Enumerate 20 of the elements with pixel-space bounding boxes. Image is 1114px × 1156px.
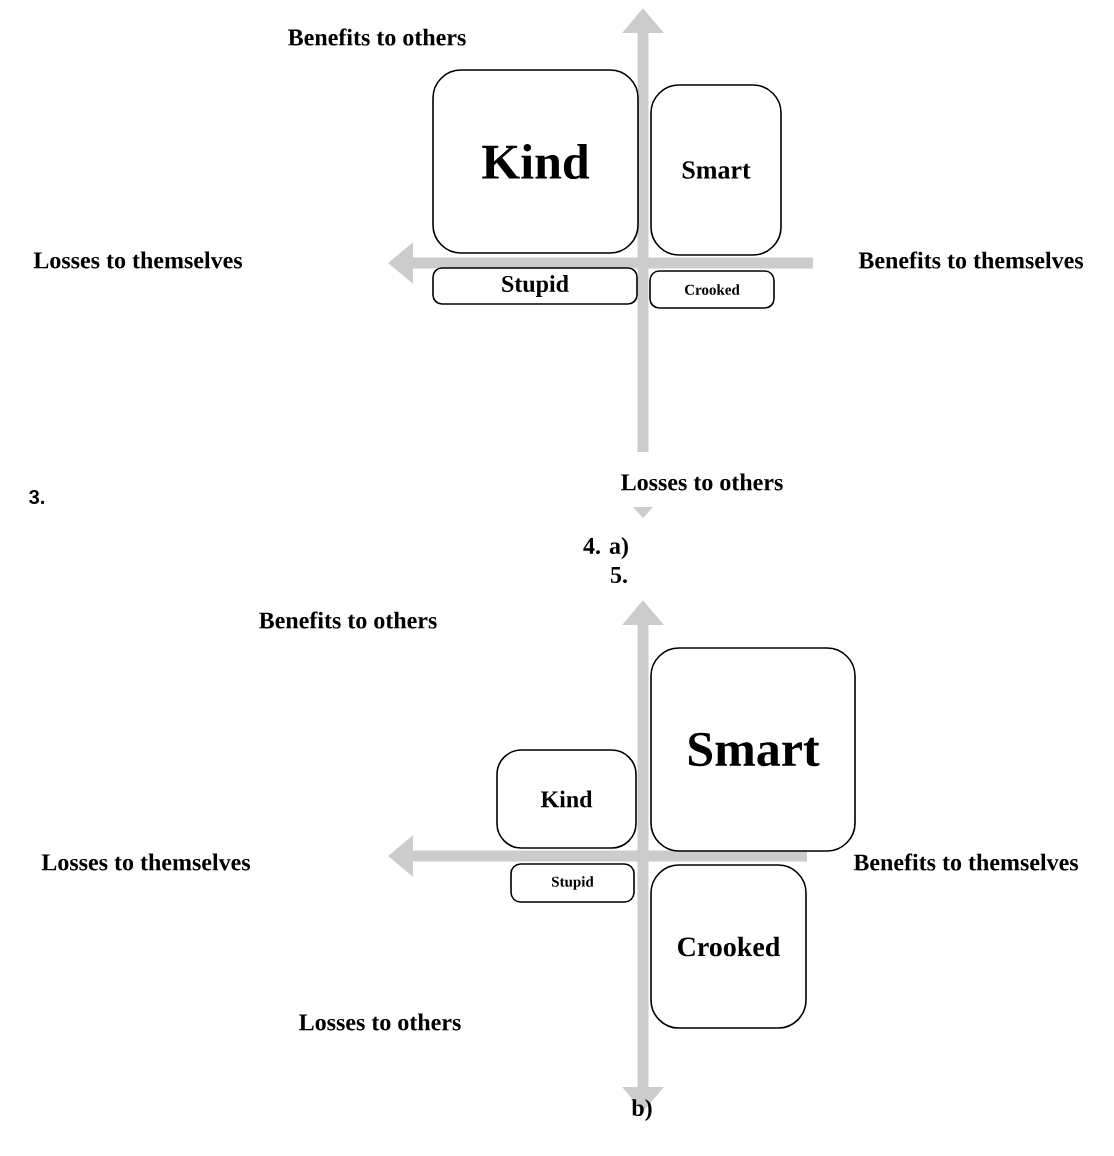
rounded-box: Kind	[432, 69, 639, 254]
axis-label: Losses to others	[621, 473, 783, 491]
rounded-box: Kind	[496, 749, 637, 849]
axis-label: Benefits to themselves	[853, 853, 1079, 871]
rounded-box: Crooked	[650, 864, 807, 1029]
axis-label: Benefits to themselves	[858, 251, 1084, 269]
rounded-box: Stupid	[432, 267, 638, 305]
axis-label: Benefits to others	[259, 611, 437, 629]
axis-label: Losses to others	[299, 1013, 461, 1031]
axis-label: Losses to themselves	[41, 853, 251, 871]
axis-label: Losses to themselves	[33, 251, 243, 269]
rounded-box: Smart	[650, 84, 782, 256]
axis-label: 5.	[610, 567, 627, 584]
rounded-box: Stupid	[510, 863, 635, 903]
rounded-box: Crooked	[649, 270, 775, 309]
axis-label: Benefits to others	[288, 28, 466, 46]
axis-label: b)	[631, 1099, 652, 1121]
rounded-box: Smart	[650, 647, 856, 852]
axis-label: 3.	[29, 489, 44, 505]
axis-label: 4. a)	[583, 537, 628, 559]
